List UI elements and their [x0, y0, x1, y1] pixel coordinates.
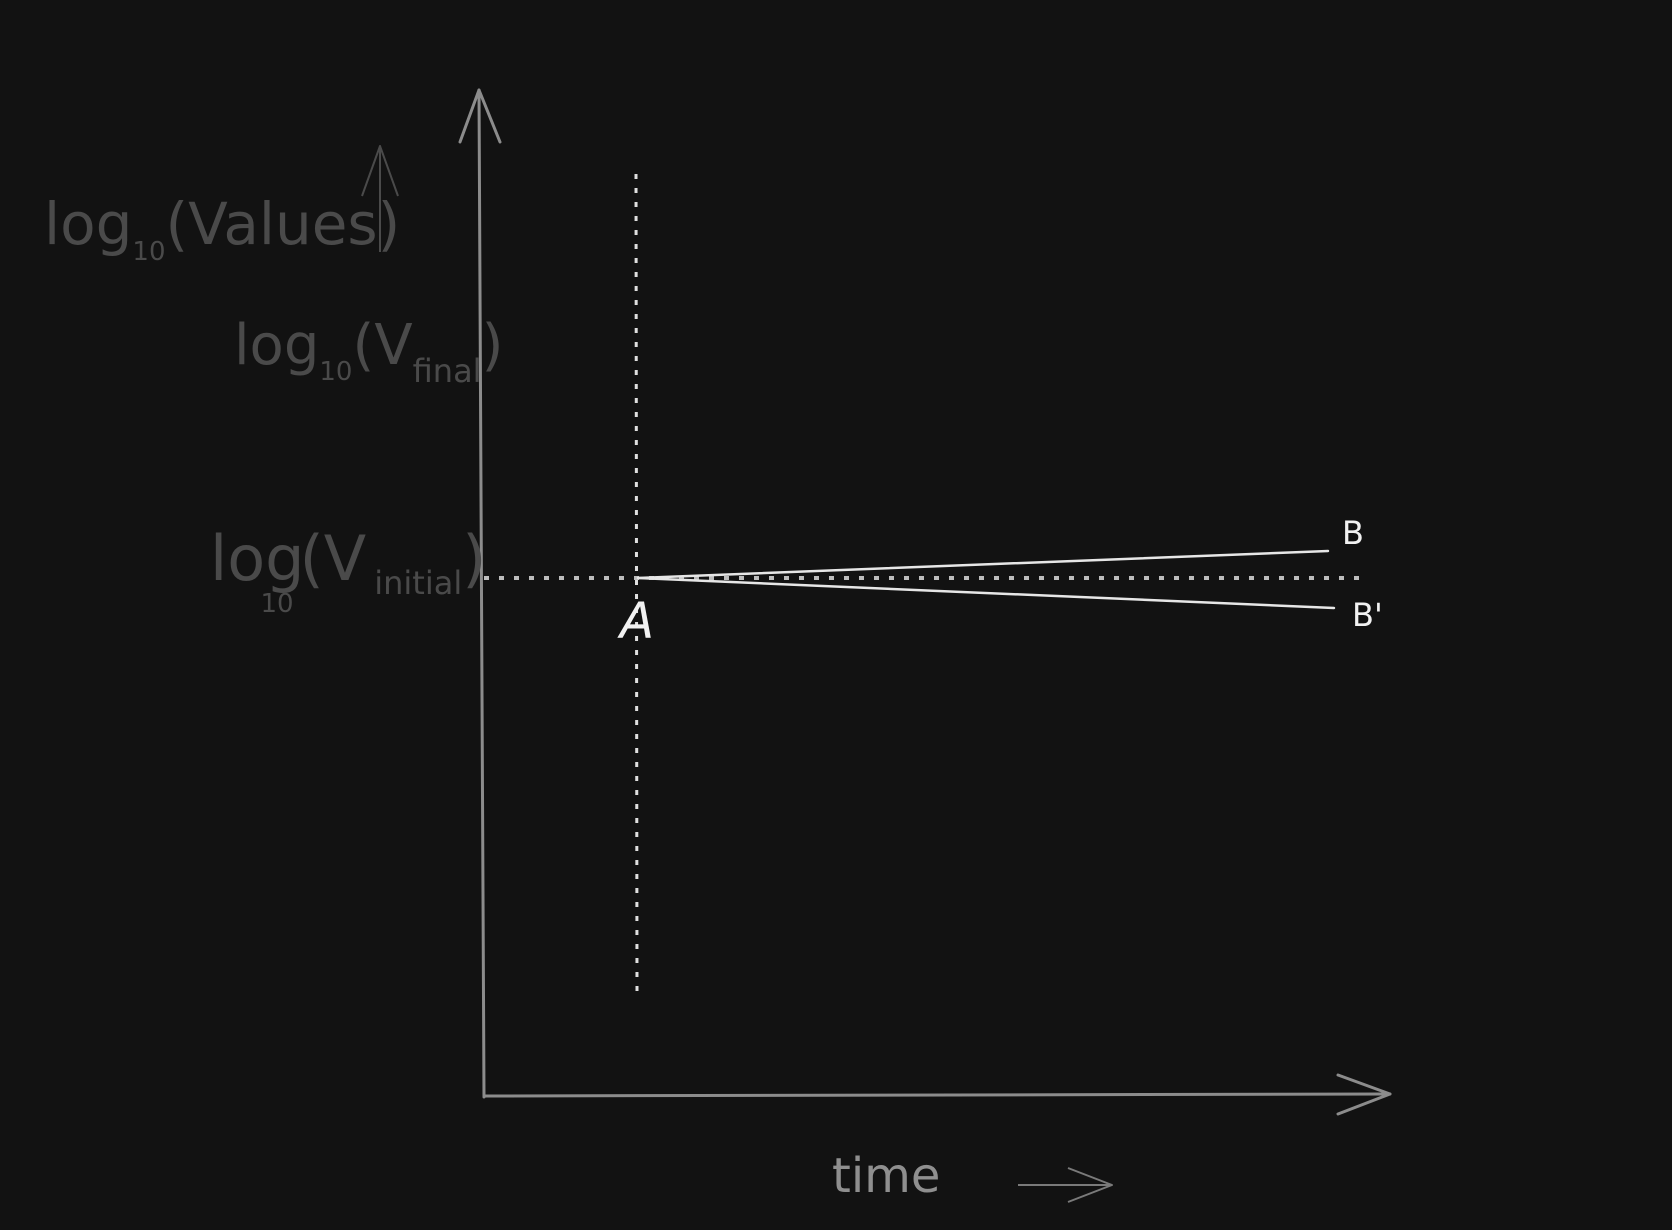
point-label-b: B — [1342, 514, 1364, 552]
y-tick-final-var-subscript: final — [413, 352, 482, 390]
point-label-a: A — [617, 592, 654, 650]
y-axis-label-prefix: log — [44, 190, 132, 258]
y-tick-final-label: log10(Vfinal) — [234, 313, 503, 390]
y-tick-final-open: (V — [352, 313, 412, 378]
x-axis — [482, 1073, 1392, 1116]
line-a-to-b — [636, 549, 1330, 580]
y-tick-initial-subscript: 10 — [261, 589, 294, 619]
time-arrow-icon — [1018, 1167, 1113, 1203]
y-tick-initial-var-subscript: initial — [374, 564, 462, 602]
y-axis-label-suffix: (Values) — [166, 190, 401, 258]
vertical-dotted-line — [634, 173, 639, 993]
point-label-b-prime: B' — [1352, 596, 1383, 634]
y-axis — [458, 88, 502, 1099]
y-axis-label-subscript: 10 — [132, 237, 165, 267]
y-label-arrow-icon — [361, 145, 399, 252]
y-tick-initial-close: ) — [462, 522, 486, 595]
y-axis-label: log10(Values) — [44, 190, 400, 267]
y-tick-initial-prefix: log — [210, 522, 305, 595]
y-tick-initial-open: (V — [300, 522, 367, 595]
line-a-to-b-prime — [636, 576, 1336, 610]
y-tick-final-prefix: log — [234, 313, 319, 378]
y-tick-final-close: ) — [482, 313, 504, 378]
x-axis-label: time — [832, 1148, 940, 1204]
y-tick-final-subscript: 10 — [319, 357, 352, 387]
